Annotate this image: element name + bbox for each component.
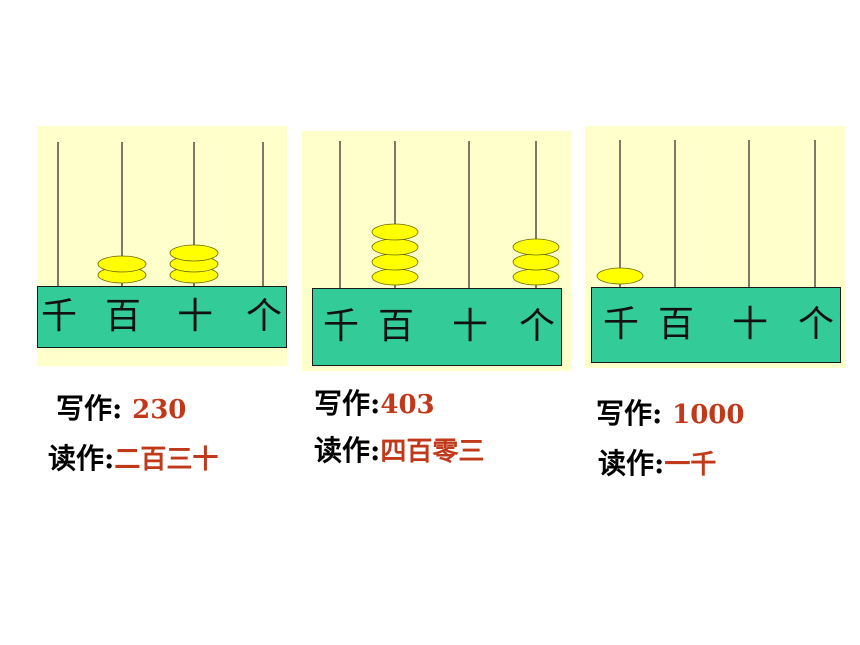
write-value: 1000 xyxy=(672,400,745,430)
abacus-rods-and-beads-1 xyxy=(57,142,264,286)
place-label-tens: 十 xyxy=(176,296,214,337)
place-label-hundreds: 百 xyxy=(657,304,695,345)
abacus-bead-ones xyxy=(512,238,560,256)
abacus-base-3: 千 百 十 个 xyxy=(591,287,841,363)
place-label-tens: 十 xyxy=(731,304,769,345)
abacus-panel-3: 千 百 十 个 xyxy=(585,126,845,368)
read-value: 四百零三 xyxy=(380,437,485,467)
read-line-2: 读作:四百零三 xyxy=(314,434,485,467)
read-label: 读作 xyxy=(314,434,371,467)
abacus-base-1: 千 百 十 个 xyxy=(37,286,287,348)
place-label-hundreds: 百 xyxy=(104,296,142,337)
place-label-tens: 十 xyxy=(451,306,489,347)
abacus-bead-hundreds xyxy=(371,223,419,241)
place-label-ones: 个 xyxy=(245,296,283,337)
write-separator: : xyxy=(112,392,123,425)
abacus-bead-ones xyxy=(512,253,560,271)
read-label: 读作 xyxy=(598,447,655,480)
place-label-thousands: 千 xyxy=(40,296,78,337)
read-separator: : xyxy=(104,442,115,475)
read-separator: : xyxy=(370,434,381,467)
place-label-ones: 个 xyxy=(518,306,556,347)
write-value: 230 xyxy=(132,395,187,425)
abacus-panel-1: 千 百 十 个 xyxy=(37,126,287,366)
write-separator: : xyxy=(652,397,663,430)
write-value: 403 xyxy=(380,390,435,420)
abacus-bead-thousands xyxy=(596,267,644,285)
abacus-rods-and-beads-3 xyxy=(596,140,816,287)
place-label-thousands: 千 xyxy=(322,306,360,347)
write-separator: : xyxy=(370,387,381,420)
read-separator: : xyxy=(654,447,665,480)
abacus-bead-hundreds xyxy=(97,255,147,273)
write-label: 写作 xyxy=(314,387,371,420)
abacus-rods-and-beads-2 xyxy=(339,141,560,288)
abacus-base-2: 千 百 十 个 xyxy=(312,288,562,366)
place-label-thousands: 千 xyxy=(602,304,640,345)
abacus-bead-ones xyxy=(512,268,560,286)
place-label-hundreds: 百 xyxy=(377,306,415,347)
abacus-panel-2: 千 百 十 个 xyxy=(302,131,572,371)
abacus-bead-hundreds xyxy=(371,238,419,256)
write-line-1: 写作: 230 xyxy=(56,392,187,425)
read-label: 读作 xyxy=(48,442,105,475)
abacus-bead-hundreds xyxy=(371,253,419,271)
write-line-2: 写作:403 xyxy=(314,387,435,420)
write-label: 写作 xyxy=(56,392,113,425)
write-label: 写作 xyxy=(596,397,653,430)
read-line-3: 读作:一千 xyxy=(598,447,717,480)
write-line-3: 写作: 1000 xyxy=(596,397,745,430)
abacus-bead-hundreds xyxy=(371,268,419,286)
read-value: 二百三十 xyxy=(114,445,219,475)
place-label-ones: 个 xyxy=(797,304,835,345)
read-value: 一千 xyxy=(664,450,717,480)
read-line-1: 读作:二百三十 xyxy=(48,442,219,475)
abacus-bead-tens xyxy=(169,244,219,262)
